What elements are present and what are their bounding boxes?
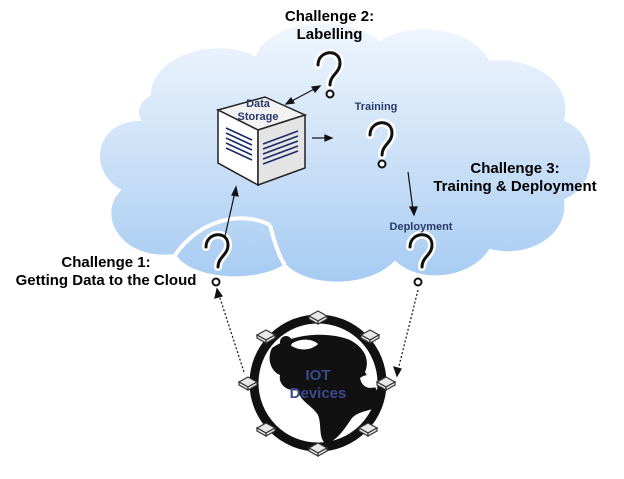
challenge3-title: Challenge 3: (470, 160, 560, 177)
arrow-globe-challenge1 (218, 294, 245, 373)
training-label: Training (354, 101, 398, 113)
question-mark-icon-training (366, 118, 397, 169)
challenge1-subtitle: Getting Data to the Cloud (15, 272, 197, 289)
challenge1-label: Challenge 1: Getting Data to the Cloud (6, 254, 206, 290)
question-mark-icon-challenge1 (202, 230, 233, 287)
iot-devices-label: IOT Devices (278, 367, 358, 403)
iot-device-icon (307, 310, 329, 326)
data-storage-line2: Storage (237, 111, 279, 124)
iot-device-nodes (237, 310, 397, 458)
iot-line1: IOT (305, 367, 331, 384)
challenge1-title: Challenge 1: (61, 254, 151, 271)
iot-device-icon (307, 442, 329, 458)
question-mark-icon-deployment (406, 230, 437, 287)
iot-device-icon (237, 376, 259, 392)
data-storage-label: Data Storage (228, 98, 288, 124)
arrow-challenge1-storage (224, 191, 236, 237)
arrow-deployment-globe (397, 289, 419, 371)
deployment-label: Deployment (389, 221, 453, 233)
iot-device-icon (357, 422, 379, 438)
challenge2-title: Challenge 2: (284, 8, 375, 25)
challenge2-subtitle: Labelling (296, 26, 363, 43)
data-storage-box-icon (215, 96, 308, 187)
arrow-training-deployment (407, 171, 414, 211)
arrows (214, 85, 419, 378)
question-mark-icon-labelling (314, 48, 345, 99)
iot-device-icon (255, 329, 277, 345)
challenge3-subtitle: Training & Deployment (433, 178, 597, 195)
challenge2-label: Challenge 2: Labelling (262, 8, 397, 44)
iot-device-icon (375, 376, 397, 392)
iot-device-icon (359, 329, 381, 345)
challenge3-label: Challenge 3: Training & Deployment (420, 160, 610, 196)
iot-line2: Devices (289, 385, 347, 402)
iot-device-icon (255, 422, 277, 438)
cloud (97, 21, 593, 284)
data-storage-line1: Data (246, 98, 270, 110)
